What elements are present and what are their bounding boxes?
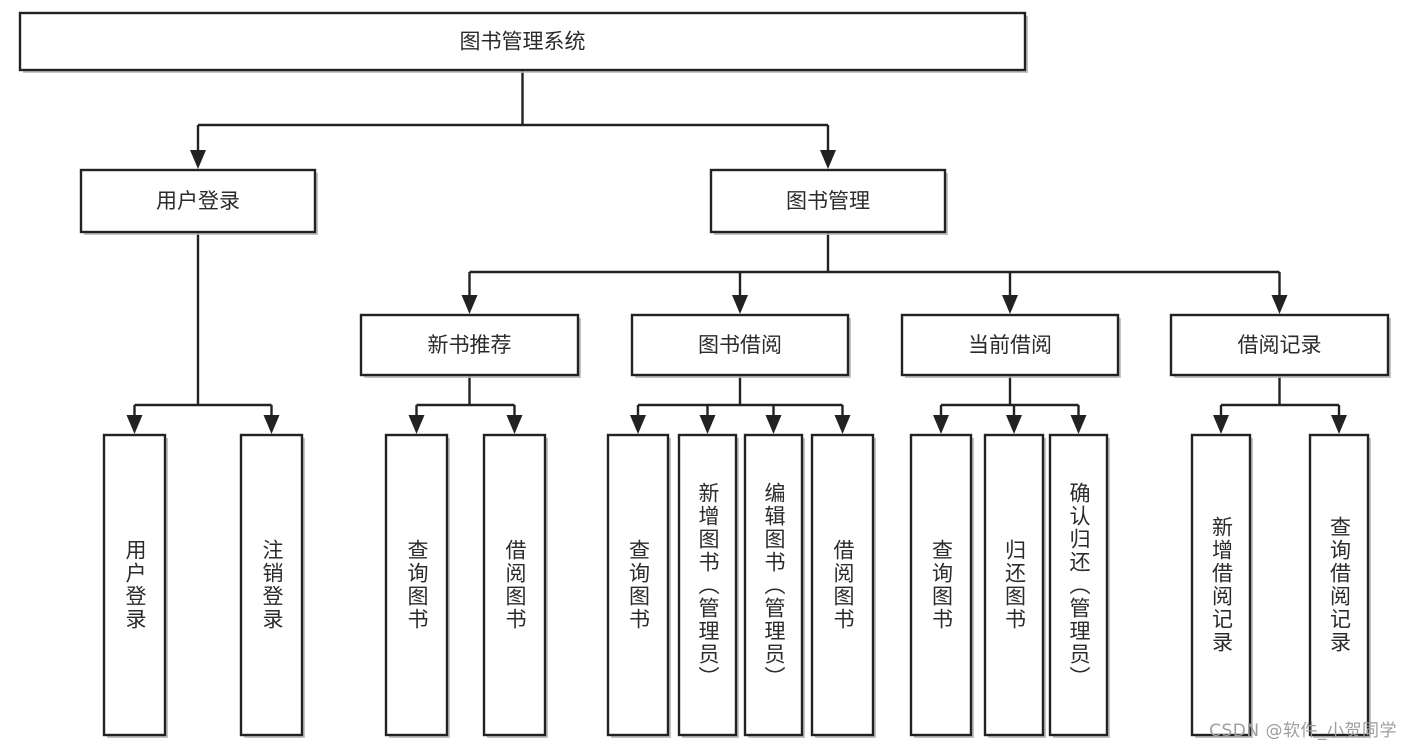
arrow-head-icon [461,295,478,314]
arrow-head-icon [126,415,143,434]
arrow-head-icon [1070,415,1087,434]
node-label-user-login: 用户登录 [156,189,240,213]
node-leaf-borrow-book-2[interactable] [810,433,875,737]
node-label-root: 图书管理系统 [460,30,586,54]
arrow-head-icon [408,415,425,434]
node-current-borrow[interactable] [900,313,1120,377]
node-leaf-return-book[interactable] [983,433,1045,737]
node-leaf-query-book-1[interactable] [384,433,449,737]
arrow-head-icon [190,150,206,169]
node-label-new-book-recommend: 新书推荐 [428,333,512,357]
arrow-head-icon [820,150,836,169]
node-leaf-confirm-return[interactable] [1048,433,1109,737]
node-book-borrow[interactable] [630,313,850,377]
arrow-head-icon [1331,415,1347,434]
node-layer [18,11,1391,738]
arrow-head-icon [506,415,523,434]
node-label-borrow-record: 借阅记录 [1238,333,1322,357]
node-label-current-borrow: 当前借阅 [968,333,1052,357]
arrow-head-icon [1002,295,1018,314]
node-user-login[interactable] [79,168,317,234]
arrow-head-icon [933,415,949,434]
node-leaf-user-login[interactable] [102,433,167,737]
node-leaf-borrow-book-1[interactable] [482,433,547,737]
arrow-head-icon [630,415,646,434]
node-label-book-borrow: 图书借阅 [698,333,782,357]
connector-layer [126,70,1347,434]
arrow-head-icon [1006,415,1022,434]
arrow-head-icon [1213,415,1229,434]
arrow-head-icon [263,415,280,434]
node-borrow-record[interactable] [1169,313,1390,377]
node-label-book-manage: 图书管理 [786,189,870,213]
node-leaf-query-book-2[interactable] [606,433,670,737]
arrow-head-icon [765,415,782,434]
arrow-head-icon [732,295,748,314]
arrow-head-icon [1271,295,1288,314]
node-new-book-recommend[interactable] [359,313,580,377]
watermark-text: CSDN @软件_小贺同学 [1209,721,1397,741]
node-leaf-add-record[interactable] [1190,433,1252,737]
node-book-manage[interactable] [709,168,947,234]
node-leaf-edit-book[interactable] [743,433,804,737]
node-root[interactable] [18,11,1027,72]
node-leaf-query-record[interactable] [1308,433,1370,737]
arrow-head-icon [699,415,716,434]
node-leaf-query-book-3[interactable] [909,433,973,737]
arrow-head-icon [834,415,851,434]
node-leaf-add-book[interactable] [677,433,738,737]
node-leaf-logout[interactable] [239,433,304,737]
